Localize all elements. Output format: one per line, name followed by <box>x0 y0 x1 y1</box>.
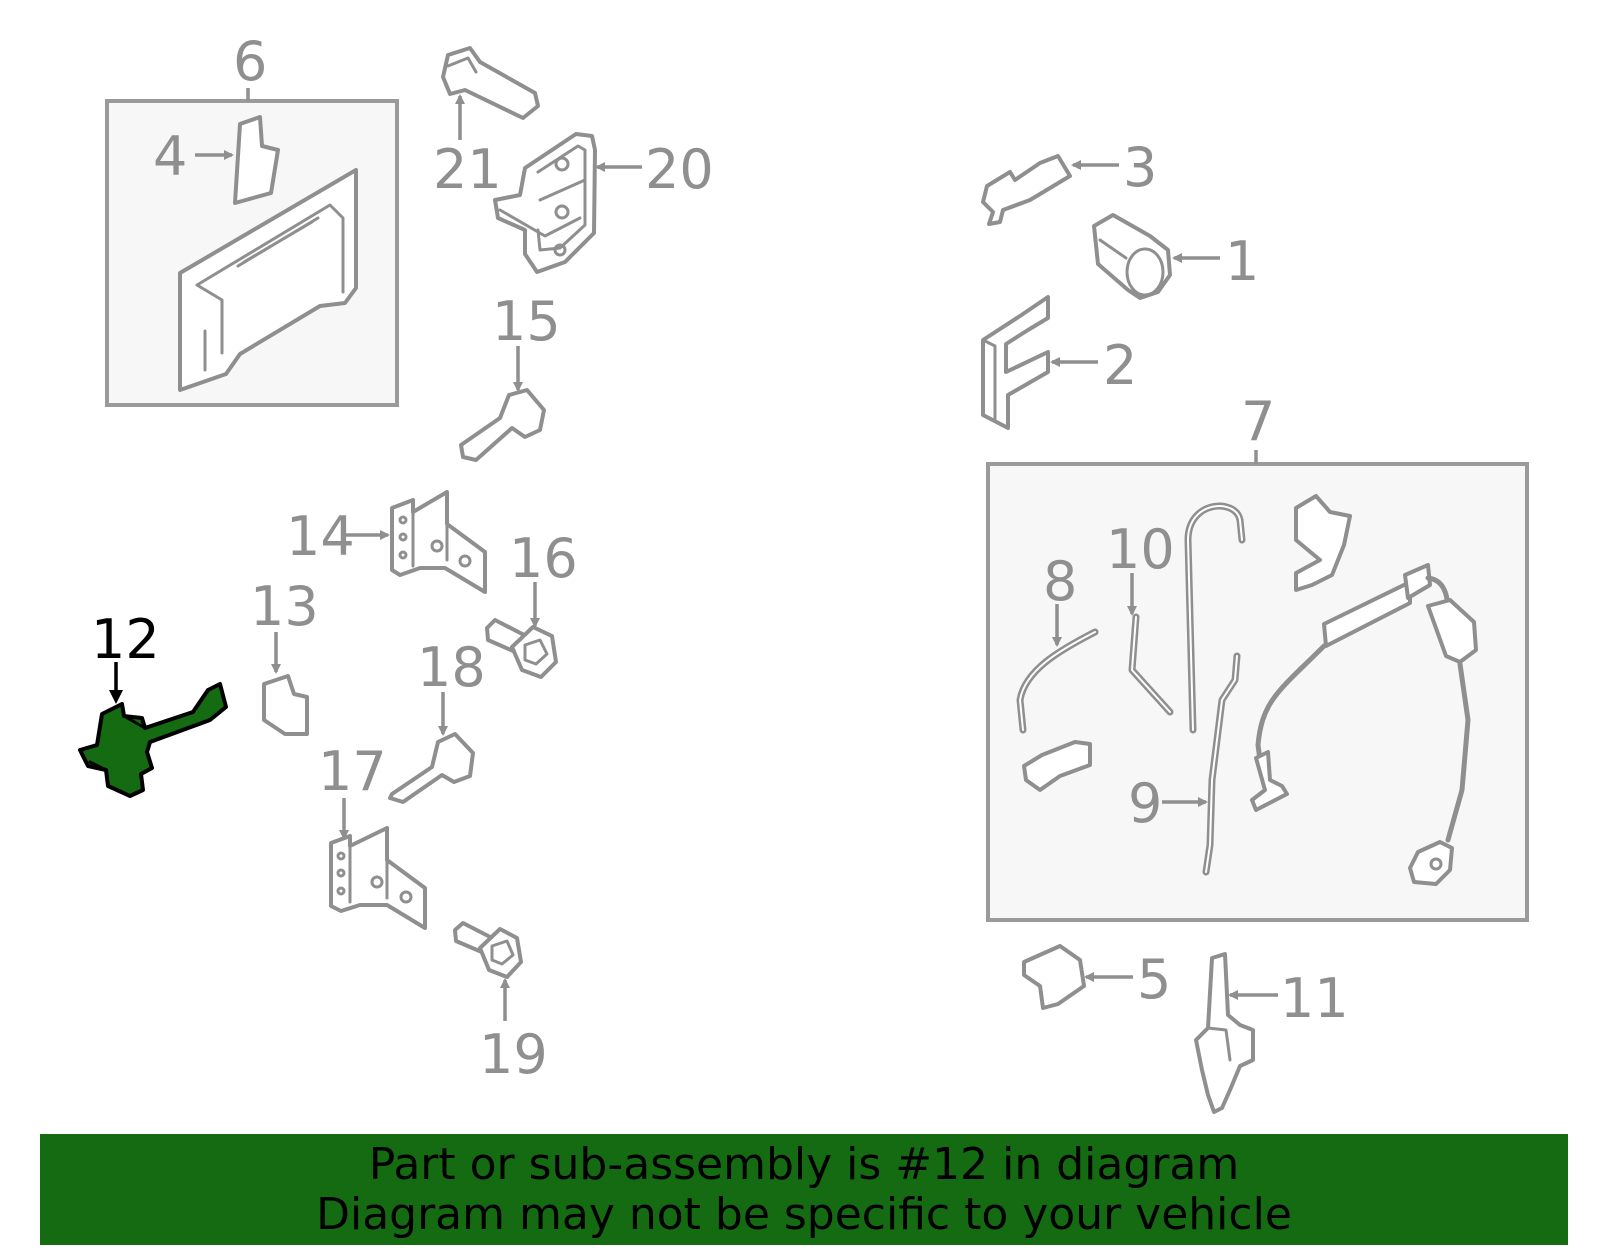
part-12-door-handle[interactable] <box>78 682 228 798</box>
callout-11[interactable]: 11 <box>1280 967 1349 1030</box>
info-banner: Part or sub-assembly is #12 in diagram D… <box>40 1134 1568 1245</box>
part-11-actuator[interactable] <box>1194 952 1255 1114</box>
banner-line-1: Part or sub-assembly is #12 in diagram <box>368 1139 1240 1190</box>
part-clip-small[interactable] <box>1022 740 1092 792</box>
part-2-bracket[interactable] <box>981 295 1050 430</box>
part-6-control-module[interactable] <box>178 168 358 392</box>
callout-21[interactable]: 21 <box>433 138 502 201</box>
part-3-clip[interactable] <box>981 154 1072 226</box>
callout-2[interactable]: 2 <box>1103 334 1137 397</box>
assembly-box-6: 6 4 <box>105 30 399 407</box>
part-15-bolt[interactable] <box>459 388 546 462</box>
assembly-box-7: 7 8 10 9 <box>986 390 1529 922</box>
part-19-bolt[interactable] <box>453 921 523 979</box>
callout-6[interactable]: 6 <box>233 30 267 93</box>
callout-4[interactable]: 4 <box>153 125 187 188</box>
callout-20[interactable]: 20 <box>645 138 714 201</box>
callout-18[interactable]: 18 <box>417 636 486 699</box>
part-16-bolt[interactable] <box>485 618 558 679</box>
part-latch-cable-assembly[interactable] <box>1250 563 1478 886</box>
callout-15[interactable]: 15 <box>492 290 561 353</box>
banner-line-2: Diagram may not be specific to your vehi… <box>316 1189 1292 1240</box>
callout-8[interactable]: 8 <box>1043 550 1077 613</box>
callout-3[interactable]: 3 <box>1123 136 1157 199</box>
callout-17[interactable]: 17 <box>318 740 387 803</box>
callout-1[interactable]: 1 <box>1225 230 1259 293</box>
part-13-pad[interactable] <box>262 674 309 736</box>
part-17-hinge[interactable] <box>329 826 427 930</box>
part-bracket-upper[interactable] <box>1294 494 1352 592</box>
callout-12[interactable]: 12 <box>91 608 160 671</box>
part-1-lock-cylinder[interactable] <box>1092 213 1172 300</box>
part-5-clip[interactable] <box>1022 944 1086 1010</box>
callout-19[interactable]: 19 <box>479 1023 548 1086</box>
part-4-clip[interactable] <box>233 115 280 205</box>
callout-10[interactable]: 10 <box>1106 518 1175 581</box>
callout-13[interactable]: 13 <box>250 575 319 638</box>
part-21-bolt[interactable] <box>441 46 540 120</box>
part-20-striker[interactable] <box>493 132 597 274</box>
part-18-bolt[interactable] <box>388 732 475 804</box>
callout-5[interactable]: 5 <box>1137 948 1171 1011</box>
callout-16[interactable]: 16 <box>509 527 578 590</box>
callout-14[interactable]: 14 <box>286 505 355 568</box>
callout-9[interactable]: 9 <box>1128 772 1162 835</box>
callout-7[interactable]: 7 <box>1241 390 1275 453</box>
part-14-hinge[interactable] <box>390 490 487 594</box>
